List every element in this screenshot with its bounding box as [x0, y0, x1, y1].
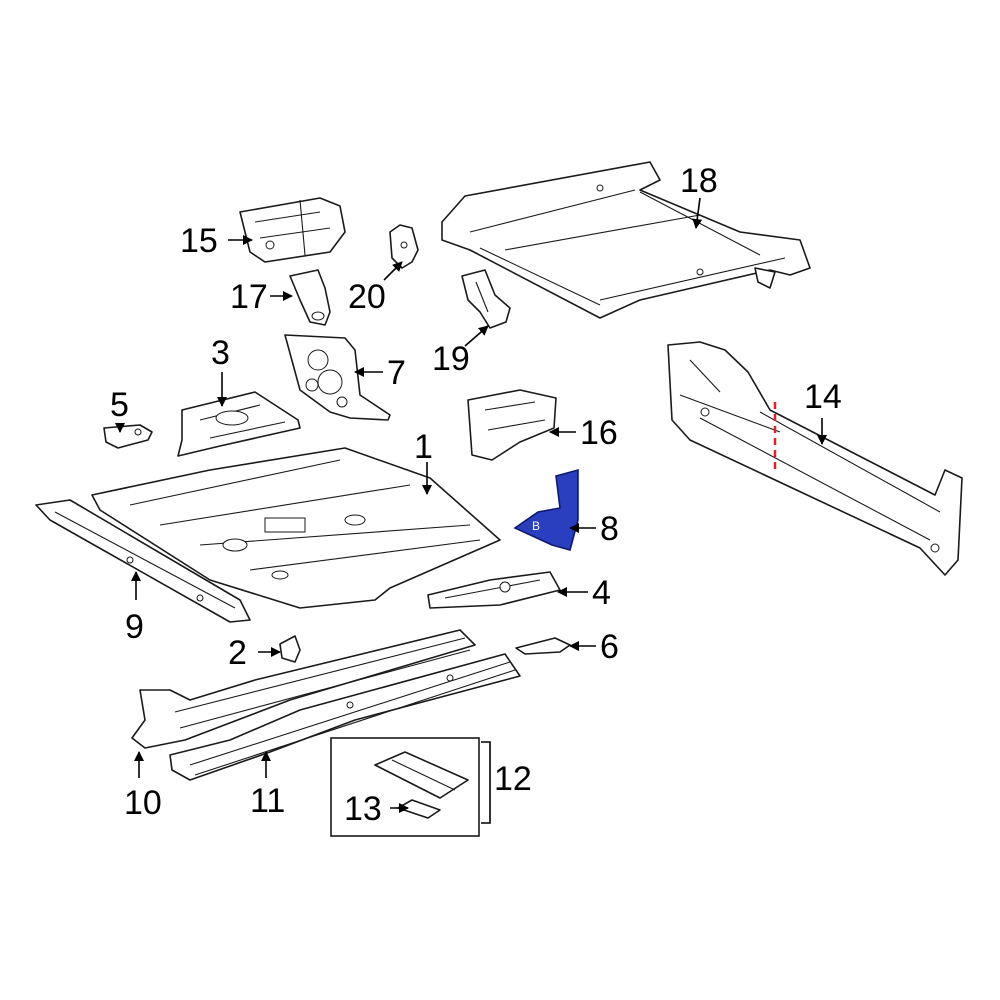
callout-7: 7 [387, 354, 406, 392]
part-11-floor-side-member[interactable] [169, 653, 521, 781]
part-10-floor-side-member[interactable] [131, 629, 476, 749]
part-3-floor-pan-front[interactable] [177, 391, 301, 457]
callout-5: 5 [110, 386, 129, 424]
part-4-reinforcement[interactable] [427, 571, 561, 609]
callout-8: 8 [600, 510, 619, 548]
part-7-wheelhouse-panel[interactable] [284, 334, 391, 421]
leader-lines [115, 197, 827, 824]
callout-2: 2 [228, 634, 247, 672]
callout-1: 1 [414, 428, 433, 466]
part-2-clip[interactable] [279, 635, 301, 663]
callout-13: 13 [344, 790, 382, 828]
callout-12: 12 [494, 760, 532, 798]
part-12-plate[interactable] [374, 751, 469, 799]
callouts: 1 2 3 4 5 6 7 8 9 10 11 12 13 14 15 16 1… [110, 162, 842, 828]
svg-text:B: B [532, 519, 540, 533]
callout-4: 4 [592, 574, 611, 612]
part-16-panel[interactable] [467, 389, 557, 461]
callout-6: 6 [600, 628, 619, 666]
callout-11: 11 [250, 782, 285, 820]
callout-14: 14 [804, 378, 842, 416]
callout-18: 18 [680, 162, 718, 200]
part-1-floor-pan[interactable] [91, 447, 501, 609]
part-15-bracket[interactable] [239, 197, 346, 263]
part-20-small-bracket[interactable] [389, 224, 419, 269]
part-14-side-sill[interactable] [667, 341, 963, 576]
callout-3: 3 [211, 334, 230, 372]
callout-17: 17 [230, 278, 268, 316]
part-9-floor-rail[interactable] [35, 499, 251, 623]
part-13-small-plate[interactable] [397, 799, 441, 819]
callout-16: 16 [580, 414, 618, 452]
part-19-bracket[interactable] [461, 269, 511, 329]
callout-19: 19 [432, 340, 470, 378]
part-5-small-bracket[interactable] [103, 424, 153, 449]
part-8-bracket-highlighted[interactable]: B [513, 468, 579, 551]
callout-10: 10 [124, 784, 162, 822]
inset-box [330, 737, 480, 837]
callout-20: 20 [348, 278, 386, 316]
part-17-bracket[interactable] [289, 269, 331, 326]
part-6-small-plate[interactable] [515, 637, 571, 655]
part-18-rear-crossmember-frame[interactable] [441, 161, 811, 319]
callout-15: 15 [180, 222, 218, 260]
callout-9: 9 [125, 608, 144, 646]
